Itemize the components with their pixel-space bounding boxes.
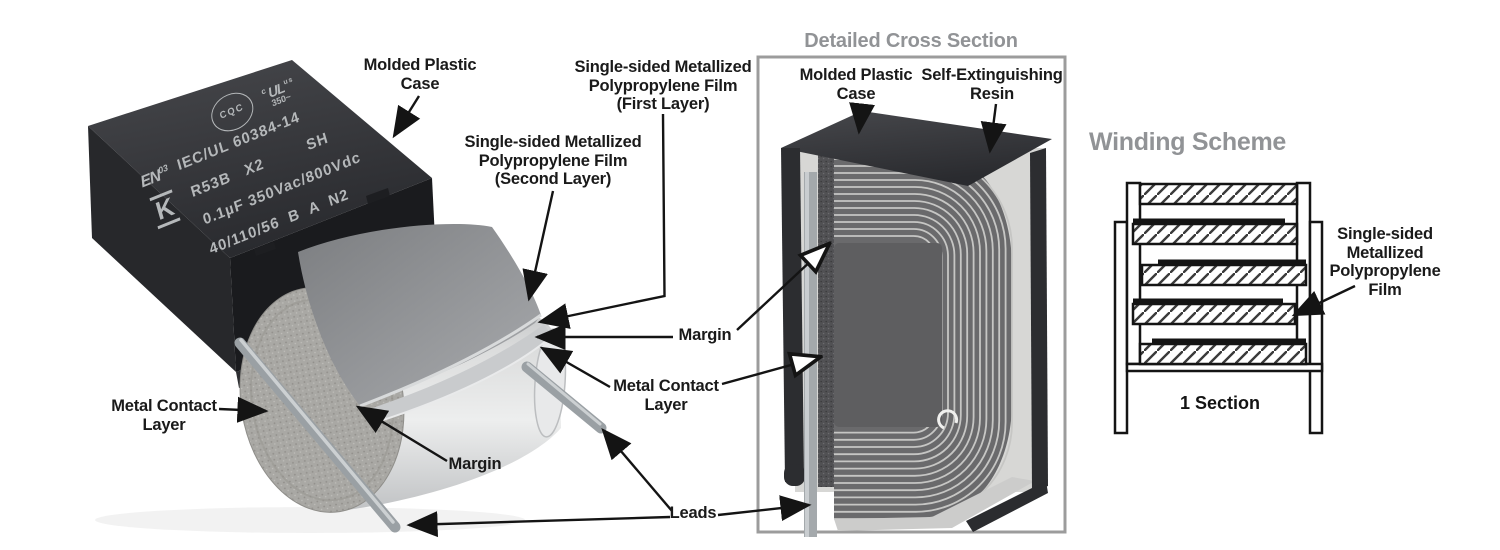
metallization-5 (1152, 338, 1306, 344)
arrow-ws-film (1291, 284, 1356, 317)
cs-case-left-wall (781, 148, 804, 482)
label-cs-resin: Self-Extinguishing Resin (921, 66, 1063, 103)
label-molded-case-photo: Molded Plastic Case (363, 56, 477, 93)
arrow-film-second (522, 190, 555, 302)
wound-element (234, 224, 607, 533)
winding-scheme-title: Winding Scheme (1089, 128, 1286, 156)
label-film-first-layer: Single-sided Metallized Polypropylene Fi… (574, 58, 752, 113)
film-bar-4 (1131, 302, 1297, 326)
cs-case-right-wall (1030, 148, 1048, 492)
arrow-leads-right (717, 495, 812, 522)
label-film-second-layer: Single-sided Metallized Polypropylene Fi… (464, 133, 642, 188)
cs-lead (804, 172, 817, 537)
film-bar-5 (1138, 342, 1308, 366)
ws-caption: 1 Section (1179, 393, 1261, 413)
capacitor-photo (88, 60, 607, 533)
winding-scheme-diagram (1113, 181, 1324, 435)
arrow-metal-contact-mid-left (539, 346, 611, 389)
label-metal-contact-mid: Metal Contact Layer (613, 377, 719, 414)
cs-case-bottom-edge (966, 481, 1048, 532)
label-ws-film: Single-sided Metallized Polypropylene Fi… (1329, 225, 1441, 299)
case-bottom-face (834, 477, 1035, 531)
label-cs-molded-case: Molded Plastic Case (799, 66, 913, 103)
label-margin-photo: Margin (448, 455, 502, 473)
arrow-film-first (537, 113, 666, 329)
callout-arrows (218, 95, 1356, 538)
cross-section-title: Detailed Cross Section (804, 30, 1018, 52)
kemet-logo: K (149, 189, 181, 230)
rail-left-inner (1125, 181, 1142, 366)
label-leads: Leads (669, 504, 717, 522)
cs-case-left-foot (784, 464, 805, 486)
film-bar-2 (1131, 222, 1299, 246)
label-margin-mid: Margin (678, 326, 732, 344)
arrow-leads-left (406, 511, 671, 538)
arrow-leads-upleft (601, 428, 673, 512)
metallization-2 (1133, 218, 1285, 224)
film-first-layer-strip (366, 324, 552, 421)
lead-right (521, 361, 607, 434)
arrow-margin-photo (355, 405, 448, 463)
lead-left (234, 337, 401, 533)
film-second-layer-sheet (298, 224, 541, 406)
metallization-3 (1158, 259, 1306, 265)
cross-section-panel (756, 55, 1067, 537)
rail-right-outer (1308, 220, 1324, 435)
arrow-margin-mid-right (736, 244, 829, 331)
arrow-molded-case-photo (392, 95, 421, 139)
film-sheet-edge (359, 313, 542, 408)
label-metal-contact-photo: Metal Contact Layer (111, 397, 217, 434)
photo-shadow (95, 507, 525, 533)
arrow-cs-resin (980, 103, 1007, 154)
rail-left-outer (1113, 220, 1129, 435)
winding-cut-face (834, 243, 942, 427)
arrow-metal-contact-mid-right (721, 357, 820, 386)
film-bar-1 (1138, 182, 1299, 206)
arrow-cs-molded-case (849, 102, 875, 135)
winding-core-curl (937, 409, 959, 430)
film-bar-3 (1140, 263, 1308, 287)
metal-contact-strip (818, 150, 834, 487)
arrow-metal-contact-photo (218, 396, 269, 423)
metallization-4 (1133, 298, 1283, 304)
